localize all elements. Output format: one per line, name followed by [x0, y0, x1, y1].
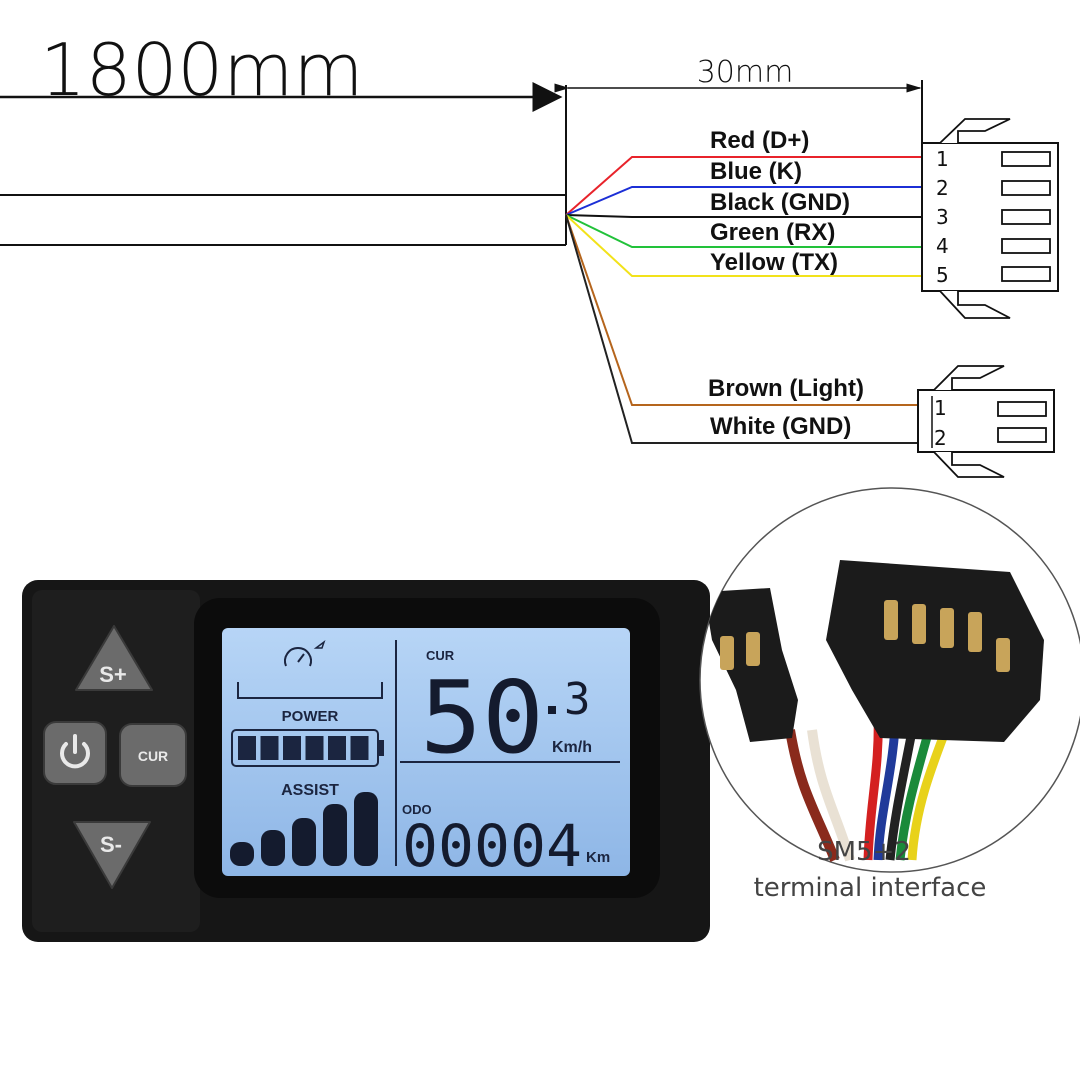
photo-pin — [968, 612, 982, 652]
photo-pin — [746, 632, 760, 666]
pin-number: 3 — [936, 205, 949, 229]
connector-inset: SM5+2 terminal interface — [699, 487, 1080, 903]
cur-label: CUR — [426, 648, 455, 663]
assist-bar — [261, 830, 285, 866]
photo-pin — [996, 638, 1010, 672]
assist-bar — [230, 842, 254, 866]
speedometer-icon — [284, 639, 326, 667]
minus-button-label: S- — [100, 832, 122, 857]
wire-label-yellow: Yellow (TX) — [710, 249, 838, 276]
wire-label-brown: Brown (Light) — [708, 375, 864, 402]
battery-segment — [238, 736, 256, 760]
battery-segment — [305, 736, 324, 760]
speed-unit: Km/h — [552, 739, 592, 756]
lead-length-label: 30mm — [697, 55, 794, 90]
photo-connector-5pin — [826, 560, 1044, 742]
speed-value: 50 — [420, 659, 544, 776]
connector-5-slot — [1001, 209, 1051, 225]
battery-segment — [350, 736, 369, 760]
cur-button-label: CUR — [138, 748, 168, 764]
speed-decimal: 3 — [564, 674, 591, 725]
connector-2-latch-top — [933, 365, 1005, 391]
connector-5-slot — [1001, 180, 1051, 196]
wire-label-blue: Blue (K) — [710, 158, 802, 185]
photo-wire-white — [807, 729, 855, 862]
wire-label-black: Black (GND) — [710, 189, 850, 216]
photo-pin — [940, 608, 954, 648]
odo-value: 00004 — [402, 812, 582, 880]
assist-label: ASSIST — [281, 782, 339, 799]
wire-label-white: White (GND) — [710, 413, 851, 440]
assist-level-bars — [230, 792, 378, 866]
five-pin-connector: 1 2 3 4 5 — [921, 118, 1059, 319]
power-icon — [60, 734, 90, 769]
wire-label-red: Red (D+) — [710, 127, 809, 154]
photo-pin — [912, 604, 926, 644]
wire-white — [565, 214, 918, 444]
inset-photo — [704, 560, 1044, 862]
cable-dimension: 1800mm 30mm — [0, 28, 923, 246]
plus-button-label: S+ — [99, 662, 127, 687]
display-unit: S+ CUR S- POWER — [22, 580, 710, 942]
inset-caption-subtitle: terminal interface — [754, 873, 987, 903]
photo-pin — [884, 600, 898, 640]
photo-wire-brown — [785, 729, 840, 862]
connector-2-latch-bottom — [933, 451, 1005, 478]
wire-label-green: Green (RX) — [710, 219, 835, 246]
two-pin-connector: 1 2 — [917, 365, 1055, 478]
pin-number: 2 — [936, 176, 949, 200]
odo-label: ODO — [402, 802, 432, 817]
battery-segment — [328, 736, 346, 760]
lcd-content: POWER ASSIST CUR 50 3 Km/h ODO 00004 Km — [230, 639, 620, 880]
wire-red — [565, 156, 922, 216]
connector-2-slot — [997, 427, 1047, 443]
battery-segment — [260, 736, 279, 760]
power-label: POWER — [282, 708, 339, 725]
assist-bar — [323, 804, 347, 866]
minus-button[interactable]: S- — [73, 821, 151, 889]
connector-5-latch-bottom — [939, 290, 1011, 319]
plus-button[interactable]: S+ — [75, 625, 153, 691]
speed-decimal-point — [548, 706, 556, 714]
inset-caption-title: SM5+2 — [817, 837, 911, 867]
cable-length-label: 1800mm — [40, 28, 364, 112]
connector-5-slot — [1001, 238, 1051, 254]
wire-yellow — [565, 214, 922, 277]
five-pin-wires: Red (D+) Blue (K) Black (GND) Green (RX)… — [565, 127, 922, 277]
battery-segment — [283, 736, 301, 760]
battery-gauge — [231, 729, 384, 767]
assist-bar — [354, 792, 378, 866]
pin-number: 4 — [936, 234, 949, 258]
connector-5-latch-top — [939, 118, 1011, 144]
photo-pin — [720, 636, 734, 670]
power-button[interactable] — [43, 721, 107, 785]
wire-blue — [565, 186, 922, 216]
wire-black — [565, 214, 922, 218]
connector-2-slot — [997, 401, 1047, 417]
lcd-bracket — [237, 682, 383, 699]
odo-unit: Km — [586, 849, 610, 866]
connector-5-slot — [1001, 151, 1051, 167]
connector-5-slot — [1001, 266, 1051, 282]
button-panel — [32, 590, 200, 932]
wire-green — [565, 214, 922, 248]
assist-bar — [292, 818, 316, 866]
pin-number: 5 — [936, 263, 949, 287]
pin-number: 2 — [934, 426, 947, 450]
wire-brown — [565, 214, 918, 406]
cur-button[interactable]: CUR — [119, 723, 187, 787]
two-pin-wires: Brown (Light) White (GND) — [565, 214, 918, 444]
pin-number: 1 — [936, 147, 949, 171]
pin-number: 1 — [934, 396, 947, 420]
